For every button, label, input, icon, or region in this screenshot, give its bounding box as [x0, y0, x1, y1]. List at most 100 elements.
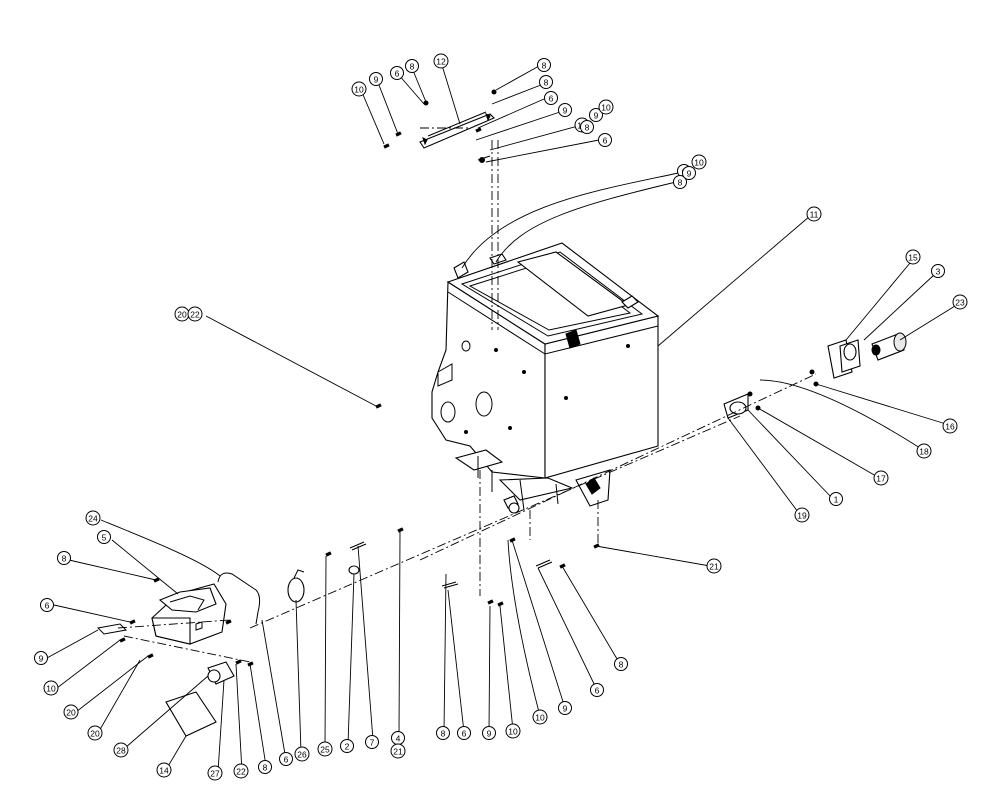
callout-c6c: 6	[598, 133, 612, 147]
callout-c17: 17	[873, 470, 889, 486]
callout-number: 24	[88, 514, 98, 524]
callout-circle	[40, 598, 54, 612]
callout-c10e: 10	[43, 680, 59, 696]
callout-circle	[537, 58, 551, 72]
callout-circle	[580, 120, 594, 134]
callout-circle	[794, 507, 810, 523]
callout-circle	[365, 735, 379, 749]
callout-c20c: 20	[87, 725, 103, 741]
callout-c2: 2	[340, 739, 354, 753]
callout-c20a: 20	[174, 306, 190, 322]
callout-circle	[436, 726, 450, 740]
callout-number: 16	[945, 422, 955, 432]
callout-circle	[916, 443, 932, 459]
callout-circle	[598, 133, 612, 147]
callout-circle	[258, 760, 272, 774]
callout-c8b: 8	[405, 59, 419, 73]
callout-number: 8	[410, 62, 415, 72]
callout-circle	[369, 72, 383, 86]
callout-c11: 11	[806, 206, 822, 222]
callout-c10a: 10	[351, 81, 367, 97]
callout-c15: 15	[905, 249, 921, 265]
callout-number: 10	[535, 713, 545, 723]
callout-c20b: 20	[63, 704, 79, 720]
callout-number: 10	[354, 85, 364, 95]
callout-number: 9	[687, 169, 692, 179]
callout-number: 18	[919, 447, 929, 457]
callout-circle	[390, 743, 406, 759]
callout-number: 22	[190, 310, 200, 320]
callout-circle	[614, 657, 628, 671]
callout-number: 7	[370, 738, 375, 748]
callout-c6h: 6	[590, 683, 604, 697]
callout-c8d: 8	[580, 120, 594, 134]
callout-number: 9	[487, 729, 492, 739]
callout-circle	[390, 66, 404, 80]
callout-circle	[691, 154, 707, 170]
callout-number: 8	[441, 729, 446, 739]
callout-circle	[233, 763, 249, 779]
callout-c1: 1	[829, 492, 843, 506]
callout-c8c: 8	[539, 75, 553, 89]
callout-number: 3	[936, 267, 941, 277]
callout-circle	[317, 741, 333, 757]
callout-number: 9	[374, 75, 379, 85]
callout-circle	[539, 75, 553, 89]
callout-circle	[589, 108, 603, 122]
callout-c10g: 10	[532, 709, 548, 725]
callout-circle	[942, 418, 958, 434]
callout-number: 9	[563, 704, 568, 714]
callout-c9g: 9	[558, 701, 572, 715]
callout-c9e: 9	[34, 651, 48, 665]
callout-number: 8	[678, 178, 683, 188]
callout-circle	[682, 166, 696, 180]
callout-number: 6	[603, 136, 608, 146]
callout-circle	[544, 91, 558, 105]
callout-number: 9	[594, 111, 599, 121]
callout-number: 21	[393, 747, 403, 757]
callout-number: 2	[345, 742, 350, 752]
callout-circle	[63, 704, 79, 720]
callout-c16: 16	[942, 418, 958, 434]
callout-circle	[706, 558, 722, 574]
callout-balloons: 8109681286910891066891011202215323161817…	[34, 53, 968, 781]
callout-number: 6	[462, 729, 467, 739]
callout-number: 23	[955, 298, 965, 308]
left-front-assembly	[96, 569, 305, 737]
callout-number: 15	[908, 253, 918, 263]
callout-c6a: 6	[390, 66, 404, 80]
callout-circle	[829, 492, 843, 506]
callout-circle	[532, 709, 548, 725]
callout-c8a: 8	[537, 58, 551, 72]
callout-circle	[806, 206, 822, 222]
callout-number: 19	[797, 511, 807, 521]
assembly-lines	[117, 127, 817, 663]
callout-c4: 4	[391, 731, 405, 745]
callout-circle	[207, 765, 223, 781]
callout-c22a: 22	[187, 306, 203, 322]
callout-number: 6	[395, 69, 400, 79]
callout-circle	[598, 99, 614, 115]
callout-circle	[87, 725, 103, 741]
callout-c27: 27	[207, 765, 223, 781]
callout-c24: 24	[85, 510, 101, 526]
callout-c12: 12	[433, 53, 449, 69]
callout-circle	[294, 746, 310, 762]
right-motor-assembly	[723, 332, 907, 419]
callout-number: 10	[694, 158, 704, 168]
callout-number: 1	[834, 495, 839, 505]
callout-number: 11	[810, 210, 819, 220]
callout-c8g: 8	[258, 760, 272, 774]
callout-number: 8	[263, 763, 268, 773]
callout-circle	[558, 701, 572, 715]
callout-number: 10	[508, 727, 518, 737]
callout-number: 6	[595, 686, 600, 696]
callout-c9f: 9	[482, 726, 496, 740]
callout-c9c: 9	[589, 108, 603, 122]
callout-number: 21	[709, 562, 719, 572]
callout-c6b: 6	[544, 91, 558, 105]
callout-number: 8	[62, 554, 67, 564]
callout-number: 8	[619, 660, 624, 670]
callout-number: 6	[45, 601, 50, 611]
callout-circle	[34, 651, 48, 665]
